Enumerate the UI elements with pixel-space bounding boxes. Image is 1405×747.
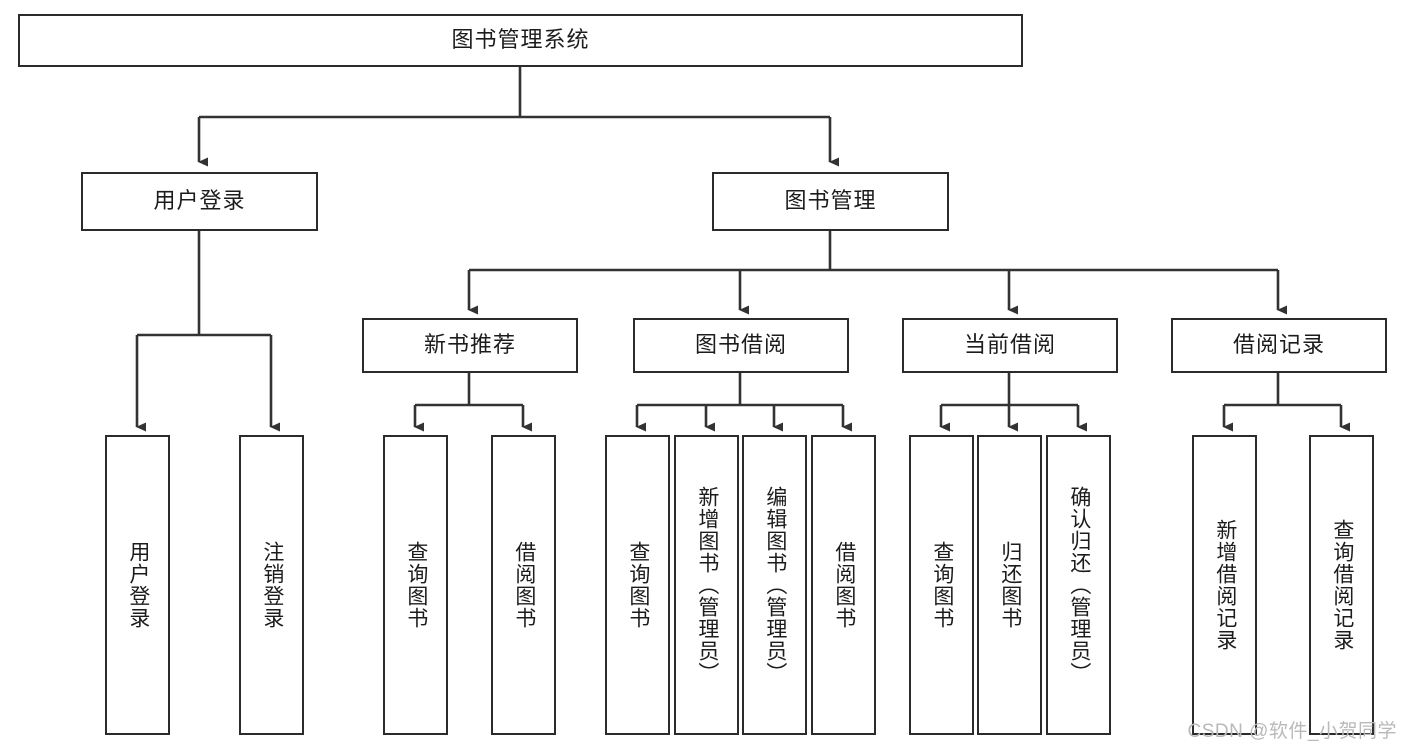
node-label: 确认归还（管理员） — [1067, 486, 1091, 684]
node-current-borrow[interactable]: 当前借阅 — [902, 318, 1118, 373]
node-book-management[interactable]: 图书管理 — [712, 172, 949, 231]
leaf-borrow-book-newbook[interactable]: 借阅图书 — [491, 435, 556, 735]
node-label: 用户登录 — [153, 188, 246, 214]
leaf-user-login[interactable]: 用户登录 — [105, 435, 170, 735]
node-label: 查询图书 — [930, 541, 954, 629]
node-label: 编辑图书（管理员） — [763, 486, 787, 684]
leaf-add-book-admin[interactable]: 新增图书（管理员） — [674, 435, 739, 735]
leaf-query-borrow-record[interactable]: 查询借阅记录 — [1309, 435, 1374, 735]
node-borrow-records[interactable]: 借阅记录 — [1171, 318, 1387, 373]
node-root-system[interactable]: 图书管理系统 — [18, 14, 1023, 67]
leaf-borrow-book[interactable]: 借阅图书 — [811, 435, 876, 735]
leaf-confirm-return-admin[interactable]: 确认归还（管理员） — [1046, 435, 1111, 735]
node-label: 当前借阅 — [963, 332, 1056, 358]
node-label: 借阅图书 — [832, 541, 856, 629]
node-label: 查询图书 — [404, 541, 428, 629]
node-label: 借阅记录 — [1232, 332, 1325, 358]
leaf-return-book[interactable]: 归还图书 — [977, 435, 1042, 735]
node-label: 查询借阅记录 — [1330, 519, 1354, 651]
node-label: 新书推荐 — [423, 332, 516, 358]
node-user-login[interactable]: 用户登录 — [81, 172, 318, 231]
leaf-query-book-current[interactable]: 查询图书 — [909, 435, 974, 735]
leaf-add-borrow-record[interactable]: 新增借阅记录 — [1192, 435, 1257, 735]
node-label: 新增图书（管理员） — [695, 486, 719, 684]
leaf-query-book-newbook[interactable]: 查询图书 — [383, 435, 448, 735]
leaf-logout[interactable]: 注销登录 — [239, 435, 304, 735]
node-label: 图书借阅 — [694, 332, 787, 358]
watermark-csdn: CSDN @软件_小贺同学 — [1187, 721, 1397, 742]
node-label: 图书管理 — [784, 188, 877, 214]
node-label: 用户登录 — [126, 541, 150, 629]
node-label: 新增借阅记录 — [1213, 519, 1237, 651]
node-label: 归还图书 — [998, 541, 1022, 629]
leaf-edit-book-admin[interactable]: 编辑图书（管理员） — [742, 435, 807, 735]
node-label: 注销登录 — [260, 541, 284, 629]
node-label: 借阅图书 — [512, 541, 536, 629]
leaf-query-book-borrow[interactable]: 查询图书 — [605, 435, 670, 735]
node-label: 查询图书 — [626, 541, 650, 629]
node-label: 图书管理系统 — [451, 27, 590, 53]
node-new-book-recommend[interactable]: 新书推荐 — [362, 318, 578, 373]
node-book-borrow[interactable]: 图书借阅 — [633, 318, 849, 373]
